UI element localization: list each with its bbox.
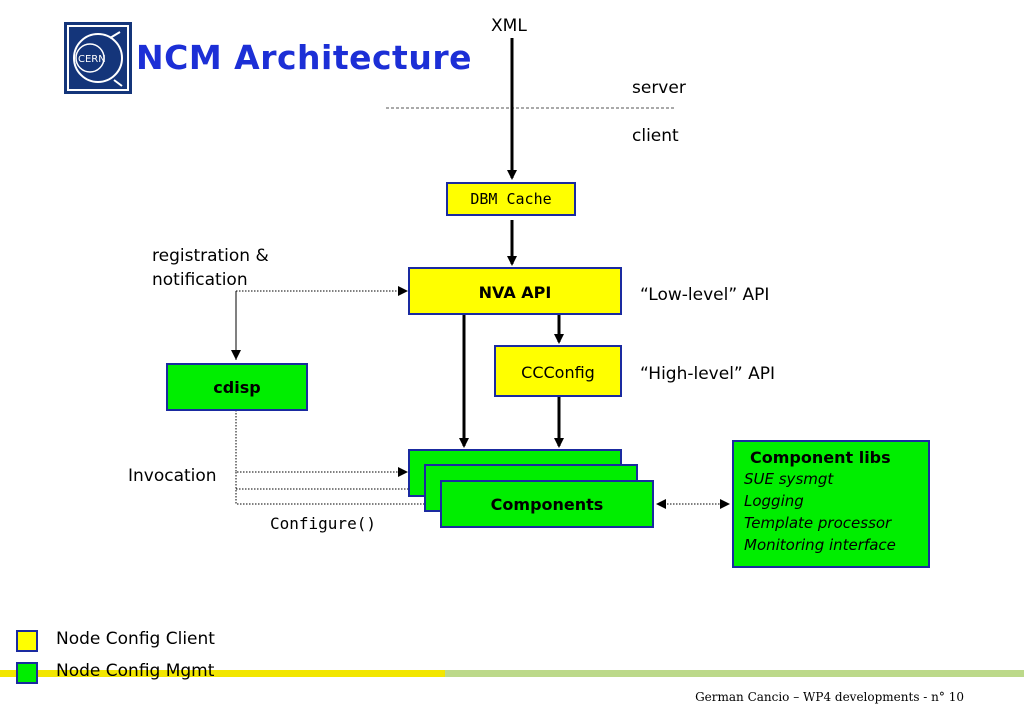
legend-label-client: Node Config Client — [56, 629, 215, 649]
dbm-cache-box: DBM Cache — [446, 182, 576, 216]
component-lib-item: SUE sysmgt — [744, 470, 834, 488]
legend-swatch-mgmt — [16, 662, 38, 684]
nva-api-label: NVA API — [478, 283, 552, 302]
ccconfig-box: CCConfig — [494, 345, 622, 397]
registration-label-line2: notification — [152, 270, 248, 290]
component-libs-box: Component libs SUE sysmgt Logging Templa… — [732, 440, 930, 568]
cern-logo-graphic: CERN — [67, 25, 129, 91]
cdisp-box: cdisp — [166, 363, 308, 411]
invocation-label: Invocation — [128, 466, 217, 486]
footer-text: German Cancio – WP4 developments - n° 10 — [695, 690, 964, 704]
xml-label: XML — [491, 16, 527, 36]
registration-label-line1: registration & — [152, 246, 269, 266]
low-level-api-label: “Low-level” API — [640, 285, 770, 305]
server-label: server — [632, 78, 686, 98]
svg-text:CERN: CERN — [78, 54, 106, 65]
components-box: Components — [440, 480, 654, 528]
configure-label: Configure() — [270, 514, 376, 533]
component-lib-item: Logging — [744, 492, 804, 510]
ccconfig-label: CCConfig — [521, 363, 595, 382]
component-libs-heading: Component libs — [750, 448, 891, 467]
components-label: Components — [490, 494, 604, 514]
cdisp-label: cdisp — [213, 377, 261, 397]
footer-bar-right — [445, 670, 1024, 677]
registration-arrow — [235, 286, 408, 360]
component-lib-item: Monitoring interface — [744, 536, 896, 554]
legend-label-mgmt: Node Config Mgmt — [56, 661, 215, 681]
dbm-cache-label: DBM Cache — [470, 190, 552, 208]
legend-swatch-client — [16, 630, 38, 652]
nva-api-box: NVA API — [408, 267, 622, 315]
client-label: client — [632, 126, 679, 146]
page-title: NCM Architecture — [136, 38, 472, 77]
invocation-arrow-1 — [235, 410, 408, 477]
footer-bar-left — [0, 670, 445, 677]
component-lib-item: Template processor — [744, 514, 892, 532]
cern-logo: CERN — [64, 22, 132, 94]
high-level-api-label: “High-level” API — [640, 364, 776, 384]
